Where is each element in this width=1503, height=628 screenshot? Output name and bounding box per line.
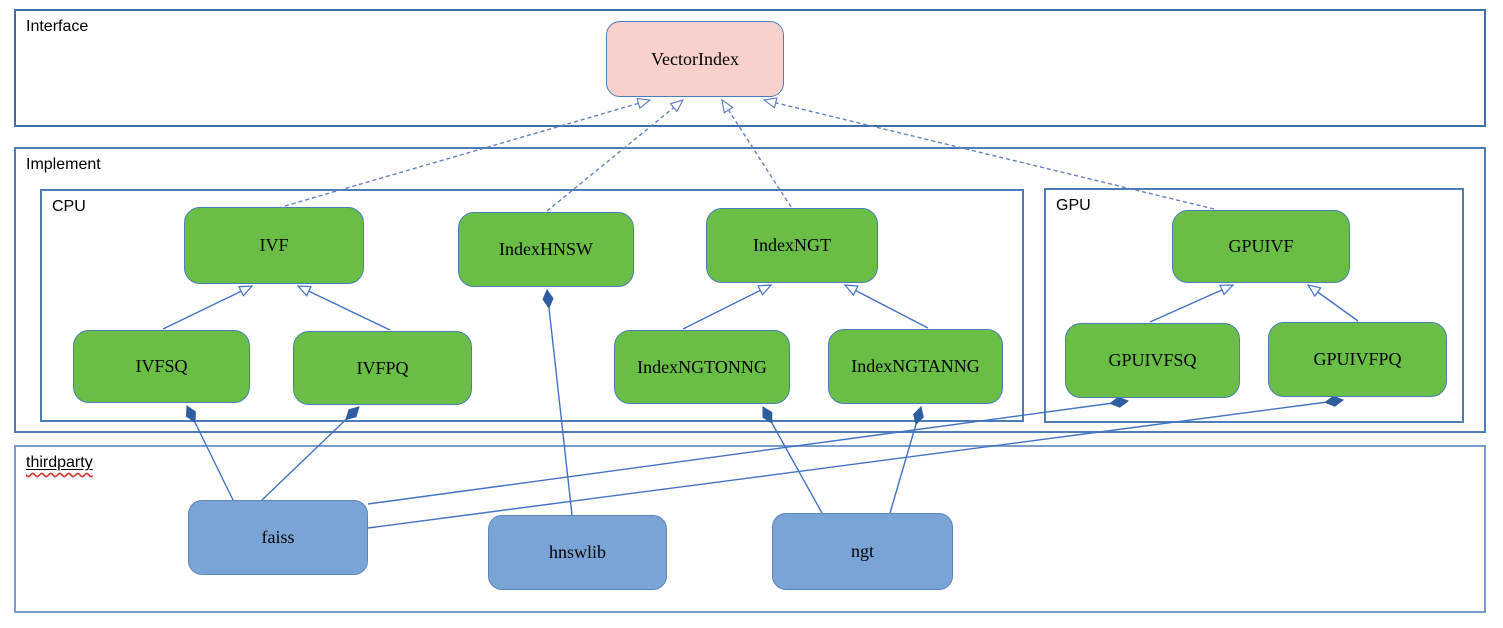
container-cpu-label: CPU (52, 198, 86, 215)
node-hnswlib-label: hnswlib (548, 542, 606, 562)
container-interface-label: Interface (26, 18, 89, 35)
edge-ngt-indexngtonng[interactable] (762, 407, 823, 514)
edge-indexngtanng-indexngt[interactable] (845, 285, 929, 329)
node-hnswlib[interactable]: hnswlib (488, 515, 667, 590)
node-indexngtanng-label: IndexNGTANNG (851, 356, 980, 376)
container-interface[interactable]: Interface (14, 9, 1486, 127)
container-gpu[interactable]: GPU (1044, 188, 1464, 423)
container-implement[interactable]: Implement (14, 147, 1486, 433)
container-implement-label: Implement (26, 156, 101, 173)
node-indexngtonng-label: IndexNGTONNG (637, 356, 767, 377)
node-indexhnsw-label: IndexHNSW (499, 239, 593, 259)
edge-ivfsq-ivf[interactable] (162, 286, 252, 330)
edge-hnswlib-indexhnsw[interactable] (547, 290, 573, 516)
container-thirdparty[interactable]: thirdparty (14, 445, 1486, 613)
node-indexngtonng[interactable]: IndexNGTONNG (614, 330, 790, 404)
node-vectorindex[interactable]: VectorIndex (606, 21, 784, 97)
edge-indexngtonng-indexngt[interactable] (682, 285, 771, 330)
node-gpuivfpq[interactable]: GPUIVFPQ (1268, 322, 1447, 397)
node-indexngt-label: IndexNGT (753, 235, 831, 255)
node-ivf[interactable]: IVF (184, 207, 364, 284)
node-ngt[interactable]: ngt (772, 513, 953, 590)
edge-indexngt-vectorindex[interactable] (722, 100, 792, 208)
node-gpuivf[interactable]: GPUIVF (1172, 210, 1350, 283)
container-thirdparty-label: thirdparty (26, 454, 93, 472)
node-ivfpq[interactable]: IVFPQ (293, 331, 472, 405)
container-cpu[interactable]: CPU (40, 189, 1024, 422)
edge-faiss-ivfpq[interactable] (261, 407, 359, 501)
edge-ivfpq-ivf[interactable] (298, 286, 391, 331)
node-gpuivfsq[interactable]: GPUIVFSQ (1065, 323, 1240, 398)
edge-gpuivf-vectorindex[interactable] (764, 100, 1215, 210)
edge-ivf-vectorindex[interactable] (284, 100, 650, 207)
edge-gpuivfsq-gpuivf[interactable] (1149, 284, 1233, 323)
container-thirdparty-label-text: thirdparty (26, 454, 93, 471)
node-ivfsq[interactable]: IVFSQ (73, 330, 250, 403)
node-vectorindex-label: VectorIndex (651, 48, 739, 69)
node-ngt-label: ngt (850, 541, 874, 561)
edge-gpuivfpq-gpuivf[interactable] (1308, 285, 1359, 322)
node-ivf-label: IVF (259, 235, 289, 255)
edge-ngt-indexngtanng[interactable] (889, 407, 921, 514)
node-faiss[interactable]: faiss (188, 500, 368, 575)
node-faiss-label: faiss (261, 527, 295, 547)
node-indexngtanng[interactable]: IndexNGTANNG (828, 329, 1003, 404)
node-gpuivfsq-label: GPUIVFSQ (1108, 350, 1197, 370)
edge-faiss-gpuivfpq[interactable] (367, 400, 1343, 529)
edge-faiss-gpuivfsq[interactable] (367, 401, 1128, 505)
node-indexhnsw[interactable]: IndexHNSW (458, 212, 634, 287)
node-ivfsq-label: IVFSQ (135, 356, 188, 376)
node-gpuivf-label: GPUIVF (1228, 236, 1294, 256)
container-gpu-label: GPU (1056, 197, 1091, 214)
node-indexngt[interactable]: IndexNGT (706, 208, 878, 283)
node-ivfpq-label: IVFPQ (356, 357, 409, 378)
node-gpuivfpq-label: GPUIVFPQ (1313, 349, 1402, 369)
edge-faiss-ivfsq[interactable] (187, 406, 234, 501)
edge-indexhnsw-vectorindex[interactable] (546, 100, 683, 212)
